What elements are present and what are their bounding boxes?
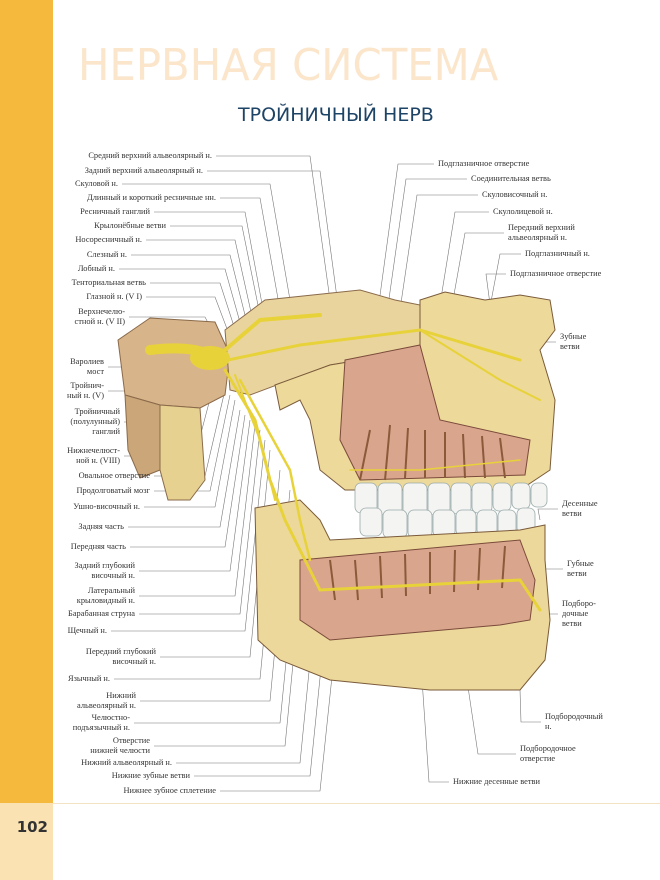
footer-divider (53, 803, 660, 804)
maxilla (274, 291, 556, 491)
label-right-4: Передний верхний альвеолярный н. (508, 223, 575, 242)
leader-line (119, 268, 246, 341)
label-left-8: Лобный н. (77, 264, 115, 273)
leader-line (146, 239, 256, 331)
leader-line (130, 414, 246, 548)
chapter-accent-bar (0, 0, 53, 803)
label-right-6: Подглазничное отверстие (510, 269, 602, 278)
mandible-cut (299, 539, 536, 641)
label-left-28: Челюстно- подъязычный н. (72, 713, 130, 732)
label-left-27: Нижний альвеолярный н. (77, 691, 136, 710)
label-right-2: Скуловисочный н. (482, 190, 548, 199)
label-left-6: Носоресничный н. (75, 235, 142, 244)
label-left-18: Ушно-височный н. (73, 502, 140, 511)
leader-line (385, 178, 467, 321)
label-right-10: Подборо- дочные ветви (562, 599, 596, 628)
brainstem (117, 317, 231, 501)
leader-line (220, 197, 281, 311)
label-right-1: Соединительная ветвь (471, 174, 551, 183)
label-left-25: Передний глубокий височный н. (85, 647, 156, 666)
label-left-0: Средний верхний альвеолярный н. (88, 151, 212, 160)
label-right-11: Подбородочный н. (545, 712, 603, 731)
leader-line (139, 424, 256, 597)
leader-line (170, 225, 263, 326)
label-right-12: Подбородочное отверстие (520, 744, 576, 763)
label-left-31: Нижние зубные ветви (111, 771, 190, 780)
label-left-9: Тенториальная ветвь (71, 278, 146, 287)
label-left-17: Продолговатый мозг (76, 486, 150, 495)
leader-line (139, 419, 251, 572)
label-left-10: Глазной н. (V I) (86, 292, 142, 301)
label-left-5: Крылонёбные ветви (94, 221, 166, 230)
label-left-15: Нижнечелюст- ной н. (VIII) (67, 446, 120, 465)
leader-line (419, 649, 449, 783)
label-left-24: Щечный н. (67, 626, 107, 635)
label-left-26: Язычный н. (68, 674, 110, 683)
label-left-22: Латеральный крыловидный н. (76, 586, 135, 605)
label-left-12: Варолиев мост (70, 357, 104, 376)
leader-line (131, 254, 251, 336)
leader-line (154, 211, 266, 321)
label-left-16: Овальное отверстие (78, 471, 150, 480)
leader-line (139, 429, 261, 615)
label-left-7: Слезный н. (86, 250, 127, 259)
leader-line (537, 508, 558, 521)
leader-line (207, 170, 341, 321)
label-right-0: Подглазничное отверстие (438, 159, 530, 168)
label-left-11: Верхнечелю- стной н. (V II) (74, 307, 125, 326)
leader-lines (108, 155, 563, 792)
label-right-7: Зубные ветви (560, 332, 587, 351)
page-number: 102 (16, 818, 48, 836)
label-left-30: Нижний альвеолярный н. (81, 758, 172, 767)
label-right-13: Нижние десенные ветви (453, 777, 540, 786)
leader-line (122, 183, 291, 301)
leader-line (128, 409, 241, 528)
label-left-4: Ресничный ганглий (80, 207, 150, 216)
label-left-13: Тройнич- ный н. (V) (67, 381, 104, 400)
mandible (254, 499, 551, 691)
label-left-14: Тройничный (полулунный) ганглий (70, 407, 120, 436)
label-left-3: Длинный и короткий ресничные нн. (87, 193, 216, 202)
label-left-21: Задний глубокий височный н. (74, 561, 135, 580)
leader-line (111, 439, 266, 632)
label-left-23: Барабанная струна (68, 609, 135, 618)
label-left-32: Нижнее зубное сплетение (123, 786, 216, 795)
nerves (145, 313, 542, 612)
page-title: ТРОЙНИЧНЫЙ НЕРВ (238, 104, 434, 126)
label-right-5: Подглазничный н. (525, 249, 590, 258)
label-left-2: Скуловой н. (75, 179, 118, 188)
label-right-3: Скулолицевой н. (493, 207, 553, 216)
leader-line (216, 155, 331, 301)
label-left-1: Задний верхний альвеолярный н. (84, 166, 203, 175)
page-number-tab (0, 803, 53, 880)
label-right-8: Десенные ветви (562, 499, 598, 518)
label-left-20: Передняя часть (70, 542, 126, 551)
label-left-19: Задняя часть (78, 522, 124, 531)
label-right-9: Губные ветви (567, 559, 594, 578)
leader-line (396, 194, 478, 331)
leader-line (377, 163, 434, 311)
section-title: НЕРВНАЯ СИСТЕМА (78, 40, 499, 91)
leader-line (144, 399, 236, 508)
label-left-29: Отверстие нижней челюсти (90, 736, 150, 755)
